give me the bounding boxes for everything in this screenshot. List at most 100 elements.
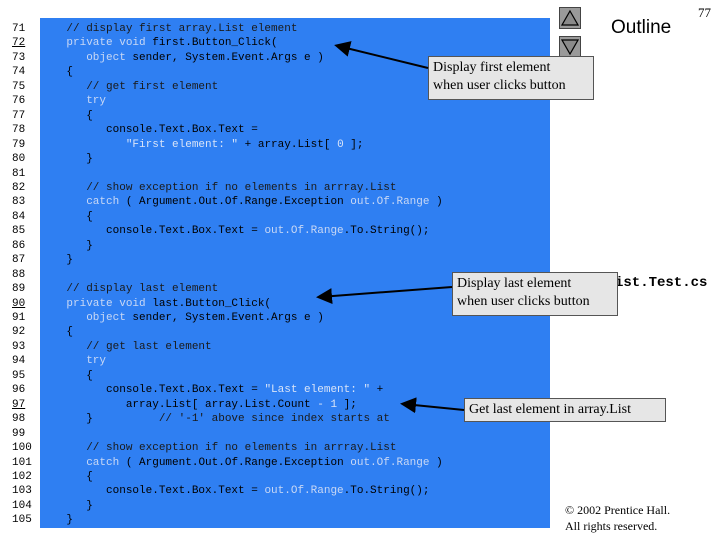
line-number: 84 — [12, 210, 26, 223]
code-line: "First element: " + array.List[ 0 ]; — [40, 138, 364, 152]
line-number: 75 — [12, 80, 26, 93]
code-token: - 1 — [317, 398, 344, 411]
line-number: 79 — [12, 138, 26, 151]
code-line: } — [40, 513, 73, 527]
code-token: console.Text.Box.Text = — [40, 225, 265, 238]
line-number: 72 — [12, 37, 26, 50]
line-number: 96 — [12, 384, 26, 397]
page-number: 77 — [698, 5, 711, 20]
code-token: { — [40, 210, 93, 223]
code-token: { — [40, 66, 74, 79]
code-token: } — [40, 239, 93, 252]
code-token: out.Of.Range — [264, 485, 344, 498]
callout-last-element: Display last element when user clicks bu… — [452, 272, 618, 316]
line-number: 76 — [12, 95, 26, 108]
code-token: try — [40, 95, 107, 108]
code-token: .To.String(); — [343, 225, 430, 238]
code-token: out.Of.Range — [350, 196, 437, 209]
code-token: + — [376, 384, 384, 397]
code-token: { — [40, 326, 74, 339]
code-token: out.Of.Range — [264, 225, 344, 238]
code-token: console.Text.Box.Text = — [40, 124, 258, 137]
code-line: } — [40, 499, 93, 513]
code-token: ]; — [350, 138, 364, 151]
code-token: // get last element — [40, 340, 212, 353]
line-number: 90 — [12, 297, 26, 310]
code-line: } // '-1' above since index starts at — [40, 412, 390, 426]
callout-first-line1: Display first element — [433, 60, 551, 75]
code-line: { — [40, 470, 93, 484]
line-number: 104 — [12, 499, 32, 512]
code-token: { — [40, 109, 93, 122]
code-line: console.Text.Box.Text = "Last element: "… — [40, 383, 383, 397]
code-token: out.Of.Range — [350, 456, 437, 469]
copyright-line1: © 2002 Prentice Hall. — [565, 503, 671, 517]
arrow-get-last — [400, 397, 465, 414]
line-number: 82 — [12, 181, 26, 194]
code-token: ]; — [343, 398, 357, 411]
code-token: // display last element — [40, 283, 219, 296]
line-number: 95 — [12, 369, 26, 382]
code-line: try — [40, 354, 106, 368]
code-token: console.Text.Box.Text = — [40, 485, 265, 498]
code-line: } — [40, 239, 93, 253]
code-token: } — [40, 499, 93, 512]
scroll-up-button[interactable] — [559, 7, 581, 29]
code-token: "First element: " — [40, 138, 245, 151]
code-token: } — [40, 413, 93, 426]
outline-label: Outline — [611, 17, 672, 38]
code-line: private void first.Button_Click( — [40, 36, 277, 50]
line-number: 102 — [12, 470, 32, 483]
code-line: { — [40, 369, 93, 383]
callout-first-line2: when user clicks button — [433, 78, 566, 93]
code-token: last.Button_Click( — [152, 297, 272, 310]
code-token: // show exception if no elements in arrr… — [40, 181, 397, 194]
code-line: catch ( Argument.Out.Of.Range.Exception … — [40, 195, 443, 209]
line-number: 99 — [12, 427, 26, 440]
code-token: // get first element — [40, 80, 219, 93]
code-token: array.List[ array.List.Count — [40, 398, 318, 411]
callout-get-last: Get last element in array.List — [464, 398, 666, 422]
code-line: object sender, System.Event.Args e ) — [40, 51, 324, 65]
code-line: { — [40, 65, 73, 79]
code-line: catch ( Argument.Out.Of.Range.Exception … — [40, 456, 443, 470]
code-line: object sender, System.Event.Args e ) — [40, 311, 324, 325]
code-token: // display first array.List element — [40, 23, 298, 35]
code-line: console.Text.Box.Text = out.Of.Range.To.… — [40, 224, 429, 238]
arrow-first-button — [334, 41, 429, 69]
line-number: 77 — [12, 109, 26, 122]
callout-get-last-text: Get last element in array.List — [469, 402, 631, 417]
code-line: try — [40, 94, 106, 108]
line-number: 80 — [12, 153, 26, 166]
code-line: array.List[ array.List.Count - 1 ]; — [40, 398, 357, 412]
code-line: { — [40, 325, 73, 339]
callout-first-element: Display first element when user clicks b… — [428, 56, 594, 100]
copyright-line2: All rights reserved. — [565, 519, 658, 533]
code-line: } — [40, 253, 73, 267]
triangle-up-icon — [561, 9, 579, 26]
line-number: 97 — [12, 398, 26, 411]
line-number: 93 — [12, 340, 26, 353]
line-number: 105 — [12, 514, 32, 527]
line-number: 81 — [12, 167, 26, 180]
code-line: // get first element — [40, 80, 218, 94]
line-number: 92 — [12, 326, 26, 339]
code-line: { — [40, 210, 93, 224]
code-token: + array.List[ — [244, 138, 338, 151]
code-token: { — [40, 369, 93, 382]
code-line: // display last element — [40, 282, 218, 296]
code-token: .To.String(); — [343, 485, 430, 498]
code-token: } — [40, 514, 74, 527]
code-line: // display first array.List element — [40, 22, 297, 36]
line-number: 103 — [12, 485, 32, 498]
code-token: 0 — [337, 138, 351, 151]
line-number: 89 — [12, 283, 26, 296]
code-token: // show exception if no elements in arrr… — [40, 442, 397, 455]
code-token: ) — [436, 196, 443, 209]
line-number: 78 — [12, 124, 26, 137]
callout-last-line2: when user clicks button — [457, 294, 590, 309]
line-number: 87 — [12, 254, 26, 267]
code-line: private void last.Button_Click( — [40, 297, 271, 311]
line-number: 94 — [12, 355, 26, 368]
